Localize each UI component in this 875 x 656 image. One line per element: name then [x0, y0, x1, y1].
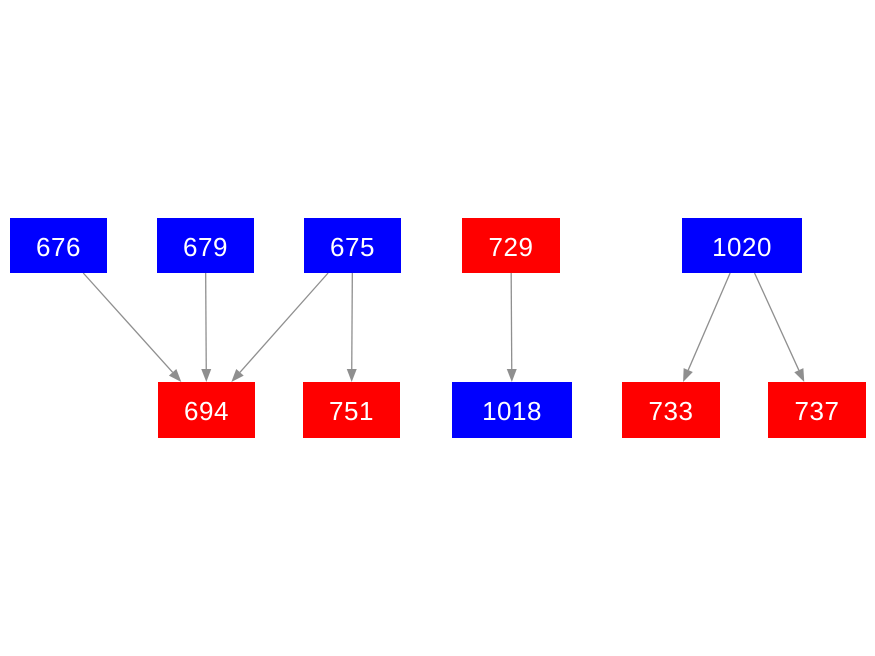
node-729: 729: [462, 218, 560, 273]
node-679: 679: [157, 218, 254, 273]
arrowhead-icon: [794, 368, 805, 382]
arrowhead-icon: [506, 368, 517, 382]
edge-676-694: [82, 272, 182, 382]
edge-675-694: [231, 272, 329, 382]
node-675: 675: [304, 218, 401, 273]
node-label: 729: [488, 231, 534, 262]
node-751: 751: [303, 382, 400, 438]
arrowhead-icon: [201, 368, 212, 382]
node-label: 751: [329, 396, 374, 426]
edge-675-751: [346, 272, 357, 382]
node-label: 694: [184, 396, 229, 426]
node-676: 676: [10, 218, 107, 273]
edge-729-1018: [506, 272, 517, 382]
edge-679-694: [201, 272, 212, 382]
arrowhead-icon: [231, 368, 244, 382]
arrowhead-icon: [683, 368, 693, 382]
node-737: 737: [768, 382, 866, 438]
edge-1020-733: [683, 272, 731, 382]
node-label: 675: [330, 231, 375, 262]
node-694: 694: [158, 382, 255, 438]
arrowhead-icon: [168, 368, 182, 382]
node-1020: 1020: [682, 218, 802, 273]
node-label: 1020: [712, 231, 772, 262]
node-label: 733: [648, 396, 694, 426]
node-733: 733: [622, 382, 720, 438]
arrowhead-icon: [346, 368, 357, 382]
node-label: 1018: [482, 396, 542, 426]
node-label: 679: [183, 231, 228, 262]
node-label: 676: [36, 231, 81, 262]
node-label: 737: [794, 396, 840, 426]
node-1018: 1018: [452, 382, 572, 438]
edge-1020-737: [753, 272, 805, 382]
